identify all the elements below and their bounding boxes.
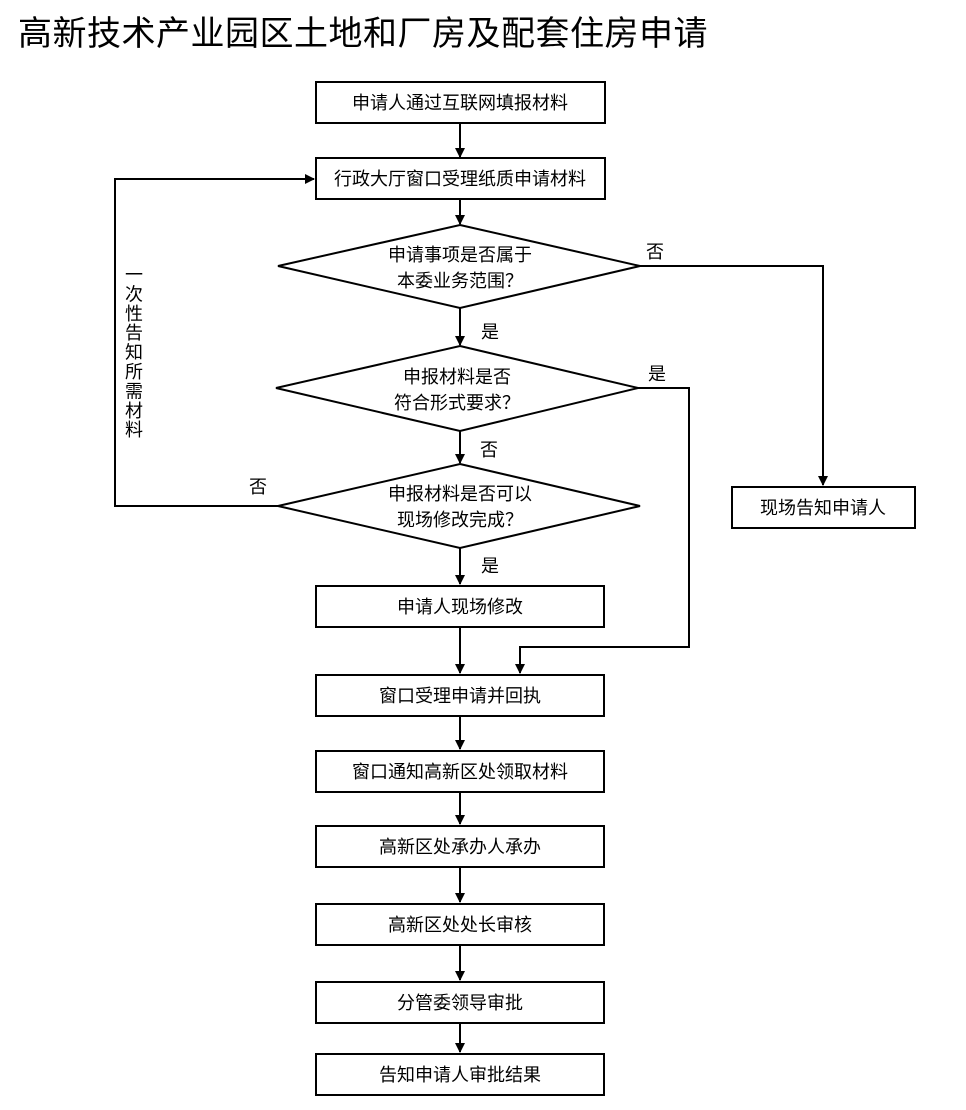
- decision-scope-line2: 本委业务范围？: [397, 271, 523, 292]
- node-notify-district-label: 窗口通知高新区处领取材料: [352, 762, 568, 783]
- node-applicant-fix: 申请人现场修改: [315, 585, 605, 628]
- node-applicant-fix-label: 申请人现场修改: [397, 597, 523, 618]
- edge-label-scope-yes: 是: [481, 322, 499, 343]
- node-director-review-label: 高新区处处长审核: [388, 915, 532, 936]
- decision-format-line1: 申报材料是否: [403, 367, 511, 388]
- node-leader-approve-label: 分管委领导审批: [397, 993, 523, 1014]
- side-note-char: 所: [125, 362, 143, 383]
- side-note-char: 需: [125, 381, 143, 402]
- page-title: 高新技术产业园区土地和厂房及配套住房申请: [18, 14, 708, 54]
- node-notify-onsite: 现场告知申请人: [731, 486, 916, 529]
- decision-fix-line2: 现场修改完成？: [397, 510, 523, 531]
- connectors: [114, 124, 828, 1053]
- arrow-scope-no-to-notify-onsite: [640, 265, 828, 486]
- decision-format-line2: 符合形式要求？: [394, 393, 520, 414]
- side-note-char: 一: [125, 265, 143, 286]
- node-notify-onsite-label: 现场告知申请人: [760, 498, 886, 519]
- decision-format: 申报材料是否 符合形式要求？: [275, 344, 639, 433]
- node-notify-result: 告知申请人审批结果: [315, 1053, 605, 1096]
- node-handler: 高新区处承办人承办: [315, 825, 605, 868]
- edge-label-fix-yes: 是: [481, 556, 499, 577]
- edge-label-fix-no: 否: [249, 477, 267, 498]
- arrow-format-yes-to-receipt: [515, 387, 690, 674]
- node-leader-approve: 分管委领导审批: [315, 981, 605, 1024]
- side-note-vertical: 一次性告知所需材料: [125, 265, 143, 441]
- node-apply-online-label: 申请人通过互联网填报材料: [352, 93, 568, 114]
- side-note-char: 知: [125, 343, 143, 364]
- node-director-review: 高新区处处长审核: [315, 903, 605, 946]
- side-note-char: 次: [125, 284, 143, 305]
- side-note-char: 性: [125, 304, 143, 325]
- decision-fix-line1: 申报材料是否可以: [388, 484, 532, 505]
- side-note-char: 料: [125, 420, 143, 441]
- edge-label-format-no: 否: [480, 440, 498, 461]
- decision-fix: 申报材料是否可以 现场修改完成？: [277, 462, 641, 550]
- node-window-accept-receipt-label: 窗口受理申请并回执: [379, 686, 541, 707]
- node-notify-district: 窗口通知高新区处领取材料: [315, 750, 605, 793]
- side-note-char: 材: [125, 401, 143, 422]
- node-window-accept-paper-label: 行政大厅窗口受理纸质申请材料: [334, 169, 586, 190]
- side-note-char: 告: [125, 323, 143, 344]
- node-apply-online: 申请人通过互联网填报材料: [315, 81, 606, 124]
- node-window-accept-paper: 行政大厅窗口受理纸质申请材料: [315, 157, 606, 200]
- node-notify-result-label: 告知申请人审批结果: [379, 1065, 541, 1086]
- node-window-accept-receipt: 窗口受理申请并回执: [315, 674, 605, 717]
- node-handler-label: 高新区处承办人承办: [379, 837, 541, 858]
- decision-scope: 申请事项是否属于 本委业务范围？: [277, 223, 641, 310]
- arrow-fix-no-to-window: [114, 174, 315, 507]
- decision-scope-line1: 申请事项是否属于: [388, 245, 532, 266]
- edge-label-scope-no: 否: [646, 242, 664, 263]
- edge-label-format-yes: 是: [648, 364, 666, 385]
